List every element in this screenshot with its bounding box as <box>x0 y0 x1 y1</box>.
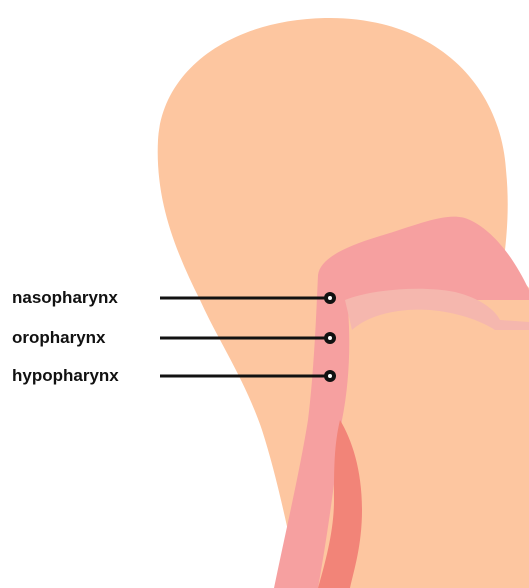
nasopharynx-label: nasopharynx <box>12 288 118 308</box>
nasopharynx-dot-center <box>328 296 332 300</box>
oropharynx-dot-center <box>328 336 332 340</box>
hypopharynx-label: hypopharynx <box>12 366 119 386</box>
hypopharynx-dot-center <box>328 374 332 378</box>
oropharynx-label: oropharynx <box>12 328 106 348</box>
